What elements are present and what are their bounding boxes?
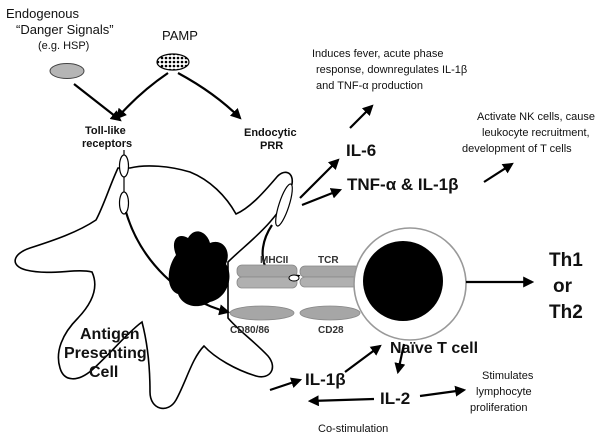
il2-effect-3: proliferation <box>470 402 527 414</box>
hsp-shape <box>49 63 85 79</box>
mhcii-molecule-bottom <box>236 276 298 289</box>
endogenous-subtitle: “Danger Signals” <box>16 22 114 37</box>
th2-label: Th2 <box>549 302 583 323</box>
pamp-label: PAMP <box>162 28 198 43</box>
tcr-label: TCR <box>318 255 339 266</box>
tcr-molecule-top <box>299 265 361 278</box>
tlr-receptor-top <box>118 154 130 178</box>
or-label: or <box>553 276 573 297</box>
il6-effect-1: Induces fever, acute phase <box>312 48 443 60</box>
cd80-molecule <box>229 305 295 321</box>
mhcii-label: MHCII <box>260 255 289 266</box>
apc-label-3: Cell <box>89 364 118 381</box>
tnf-effect-3: development of T cells <box>462 143 572 155</box>
il2-effect-1: Stimulates <box>482 370 534 382</box>
t-cell-nucleus <box>363 241 443 321</box>
endogenous-example: (e.g. HSP) <box>38 40 89 52</box>
tnf-effect-1: Activate NK cells, cause <box>477 111 595 123</box>
endogenous-title: Endogenous <box>6 6 80 21</box>
il6-effect-2: response, downregulates IL-1β <box>316 64 467 76</box>
arrow-apc-to-il1b <box>269 377 303 392</box>
naive-t-cell-label: Naïve T cell <box>390 340 478 357</box>
arrow-il2-to-apc <box>307 395 375 407</box>
arrow-tnf-to-effect <box>483 162 514 183</box>
apc-label-1: Antigen <box>80 326 140 343</box>
arrow-il6-to-effect <box>349 104 374 129</box>
arrow-tlr-to-cd80 <box>124 211 231 316</box>
prr-label-1: Endocytic <box>244 127 297 139</box>
cd28-molecule <box>299 305 361 321</box>
il6-label: IL-6 <box>346 141 376 160</box>
arrow-tcell-to-il2 <box>394 343 406 375</box>
arrow-apc-to-il6 <box>299 158 340 199</box>
apc-nucleus <box>168 231 230 307</box>
arrow-apc-to-tnf <box>301 188 343 207</box>
il6-effect-3: and TNF-α production <box>316 80 423 92</box>
tnf-il1b-label: TNF-α & IL-1β <box>347 175 458 194</box>
prr-receptor <box>275 183 293 227</box>
tcr-molecule-bottom <box>299 276 361 288</box>
th1-label: Th1 <box>549 250 583 271</box>
tlr-receptor-bottom <box>118 191 130 215</box>
arrow-il1b-to-tcell <box>344 344 382 373</box>
prr-label-2: PRR <box>260 140 283 152</box>
arrow-danger-to-tlr <box>73 83 122 122</box>
cd28-label: CD28 <box>318 325 344 336</box>
tnf-effect-2: leukocyte recruitment, <box>482 127 590 139</box>
il2-label: IL-2 <box>380 389 410 408</box>
arrow-il2-to-effect <box>419 385 467 398</box>
il1b-label: IL-1β <box>305 370 346 389</box>
arrow-pamp-to-prr <box>177 72 242 120</box>
arrow-pamp-to-tlr <box>115 72 169 120</box>
tlr-label-1: Toll-like <box>85 125 126 137</box>
apc-label-2: Presenting <box>64 345 147 362</box>
apc-cell-outline <box>14 165 294 410</box>
antigen-peptide <box>288 274 300 282</box>
cd80-label: CD80/86 <box>230 325 270 336</box>
tlr-label-2: receptors <box>82 138 132 150</box>
mhcii-molecule-top <box>236 264 298 278</box>
pamp-shape <box>156 53 190 71</box>
costimulation-label: Co-stimulation <box>318 423 388 435</box>
il2-effect-2: lymphocyte <box>476 386 532 398</box>
